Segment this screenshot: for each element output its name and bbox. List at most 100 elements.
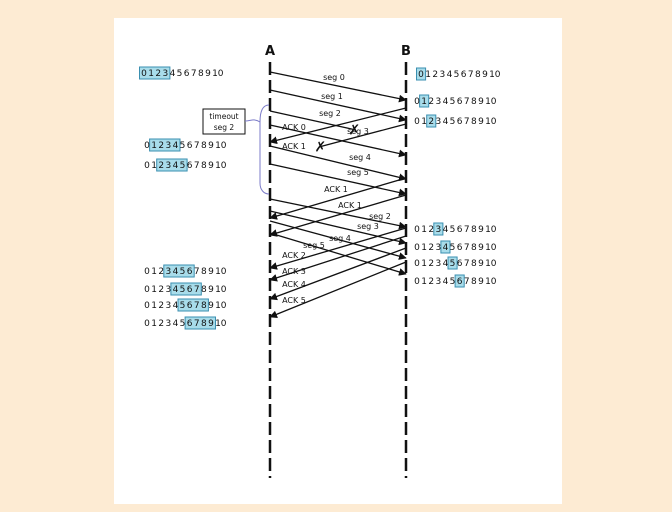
sequence-number: 6 xyxy=(184,69,190,79)
timeout-label-line2: seg 2 xyxy=(214,123,235,132)
sequence-number: 9 xyxy=(208,319,214,329)
sequence-number: 3 xyxy=(162,69,168,79)
message-label: seg 4 xyxy=(349,153,371,162)
sequence-number: 9 xyxy=(208,161,214,171)
sequence-number: 9 xyxy=(482,70,488,80)
sequence-number: 1 xyxy=(151,285,157,295)
message-ack: ACK 4 xyxy=(269,247,407,301)
message-segment: ✗seg 2 xyxy=(269,109,360,139)
sequence-number: 9 xyxy=(478,259,484,269)
sequence-number: 5 xyxy=(450,97,456,107)
sequence-number: 3 xyxy=(435,97,441,107)
sequence-number: 10 xyxy=(215,285,227,295)
timeout-bracket-tick xyxy=(244,119,261,123)
sequence-number: 7 xyxy=(468,70,474,80)
message-label: ACK 1 xyxy=(282,142,306,151)
sequence-number: 6 xyxy=(457,259,463,269)
sequence-number: 4 xyxy=(443,259,449,269)
sequence-number: 8 xyxy=(198,69,204,79)
message-segment: seg 3 xyxy=(269,124,407,158)
sequence-number: 5 xyxy=(177,69,183,79)
sequence-number: 2 xyxy=(428,277,434,287)
sequence-number: 3 xyxy=(165,319,171,329)
sequence-number: 4 xyxy=(447,70,453,80)
sender-window-highlight xyxy=(139,66,171,80)
sequence-number: 0 xyxy=(414,97,420,107)
sequence-number: 4 xyxy=(173,285,179,295)
sequence-number: 4 xyxy=(173,267,179,277)
sequence-number: 9 xyxy=(208,141,214,151)
message-label: ACK 0 xyxy=(282,123,306,132)
sequence-number: 6 xyxy=(457,97,463,107)
message-label: seg 5 xyxy=(303,241,325,250)
sequence-number: 6 xyxy=(187,141,193,151)
message-label: seg 2 xyxy=(369,212,391,221)
sequence-number: 3 xyxy=(165,285,171,295)
sequence-number: 4 xyxy=(170,69,176,79)
sequence-number: 1 xyxy=(151,319,157,329)
message-arrow-line xyxy=(269,177,407,220)
sequence-number: 1 xyxy=(151,141,157,151)
message-label: ACK 1 xyxy=(338,201,362,210)
message-arrow-line xyxy=(269,198,407,230)
timeout-box xyxy=(202,108,246,135)
message-segment: seg 1 xyxy=(269,89,407,123)
message-segment: seg 4 xyxy=(269,145,407,182)
receiver-window-highlight xyxy=(447,256,458,270)
sequence-number: 7 xyxy=(194,141,200,151)
sequence-number: 1 xyxy=(151,301,157,311)
sequence-number: 10 xyxy=(485,117,497,127)
sequence-number: 7 xyxy=(194,301,200,311)
sequence-number: 10 xyxy=(215,319,227,329)
sequence-number: 1 xyxy=(148,69,154,79)
sender-window-highlight xyxy=(156,158,188,172)
message-arrow-line xyxy=(269,110,355,131)
sequence-number: 8 xyxy=(201,285,207,295)
sequence-number: 1 xyxy=(421,117,427,127)
receiver-window-highlight xyxy=(426,114,437,128)
sequence-number: 8 xyxy=(471,225,477,235)
message-ack: ACK 5 xyxy=(269,261,407,318)
message-ack: ACK 2 xyxy=(269,227,407,270)
message-arrow-line xyxy=(320,123,407,148)
sequence-number: 3 xyxy=(435,117,441,127)
sequence-number: 5 xyxy=(180,161,186,171)
sequence-number: 6 xyxy=(457,117,463,127)
sequence-number: 1 xyxy=(421,259,427,269)
sequence-number: 0 xyxy=(144,301,150,311)
sequence-number: 3 xyxy=(435,259,441,269)
sequence-number: 9 xyxy=(478,277,484,287)
host-a-label: A xyxy=(265,44,275,59)
message-arrow-line xyxy=(269,124,407,158)
receiver-window-highlight xyxy=(433,222,444,236)
message-label: ACK 1 xyxy=(324,185,348,194)
sequence-number: 0 xyxy=(144,285,150,295)
sequence-number: 10 xyxy=(485,97,497,107)
message-ack: ACK 0 xyxy=(269,107,407,145)
sequence-number: 9 xyxy=(478,117,484,127)
sequence-number: 9 xyxy=(478,97,484,107)
sequence-number: 5 xyxy=(450,243,456,253)
message-label: ACK 5 xyxy=(282,296,306,305)
message-label: ACK 4 xyxy=(282,280,306,289)
sequence-number: 6 xyxy=(187,319,193,329)
sequence-number: 2 xyxy=(428,97,434,107)
sequence-number: 4 xyxy=(443,243,449,253)
sequence-number: 2 xyxy=(428,259,434,269)
sequence-number: 0 xyxy=(414,259,420,269)
message-arrow-line xyxy=(269,235,407,282)
sequence-number: 8 xyxy=(471,259,477,269)
message-segment: seg 5 xyxy=(269,232,407,276)
sequence-number: 1 xyxy=(421,225,427,235)
sequence-number: 6 xyxy=(457,277,463,287)
sequence-number: 2 xyxy=(158,161,164,171)
sequence-number: 3 xyxy=(439,70,445,80)
sequence-number: 7 xyxy=(464,243,470,253)
message-arrow-line xyxy=(269,145,407,182)
